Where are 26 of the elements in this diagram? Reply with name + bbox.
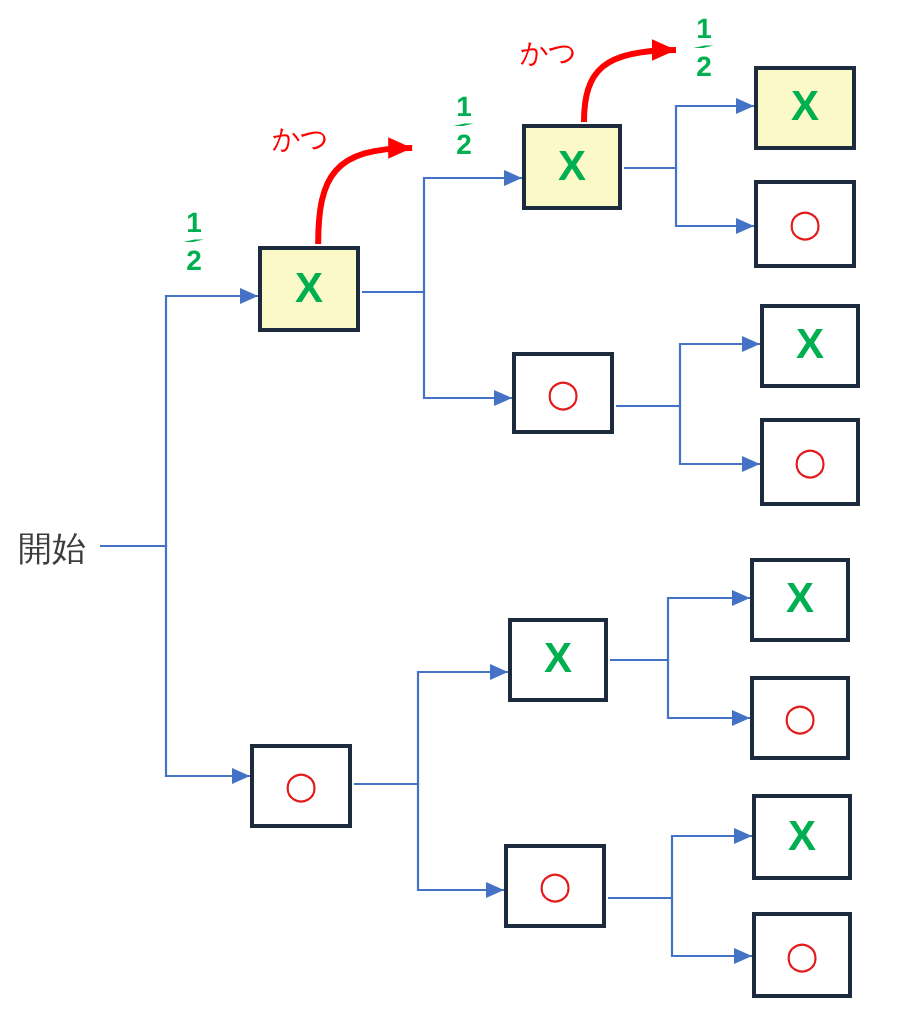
branch-arrow bbox=[610, 658, 750, 727]
outcome-box: X bbox=[760, 304, 860, 388]
branch-arrow bbox=[100, 544, 250, 785]
outcome-box: ○ bbox=[250, 744, 352, 828]
outcome-box: X bbox=[752, 794, 852, 880]
outcome-box: X bbox=[258, 246, 360, 332]
branch-arrow bbox=[608, 896, 752, 965]
curved-arrow bbox=[581, 39, 677, 123]
outcome-box: ○ bbox=[750, 676, 850, 760]
outcome-box: ○ bbox=[512, 352, 614, 434]
outcome-box: X bbox=[522, 124, 622, 210]
edge-label: かつ bbox=[272, 124, 328, 158]
outcome-box: X bbox=[754, 66, 856, 150]
outcome-box: ○ bbox=[504, 844, 606, 928]
outcome-box: ○ bbox=[754, 180, 856, 268]
start-label: 開始 bbox=[16, 526, 88, 570]
outcome-box: ○ bbox=[752, 912, 852, 998]
branch-arrow bbox=[354, 782, 504, 899]
outcome-box: X bbox=[750, 558, 850, 642]
branch-arrow bbox=[362, 290, 512, 407]
outcome-box: ○ bbox=[760, 418, 860, 506]
branch-arrow bbox=[624, 166, 754, 235]
branch-arrow bbox=[616, 404, 760, 473]
curved-arrow bbox=[315, 138, 413, 245]
edge-label: かつ bbox=[520, 38, 576, 72]
outcome-box: X bbox=[508, 618, 608, 702]
